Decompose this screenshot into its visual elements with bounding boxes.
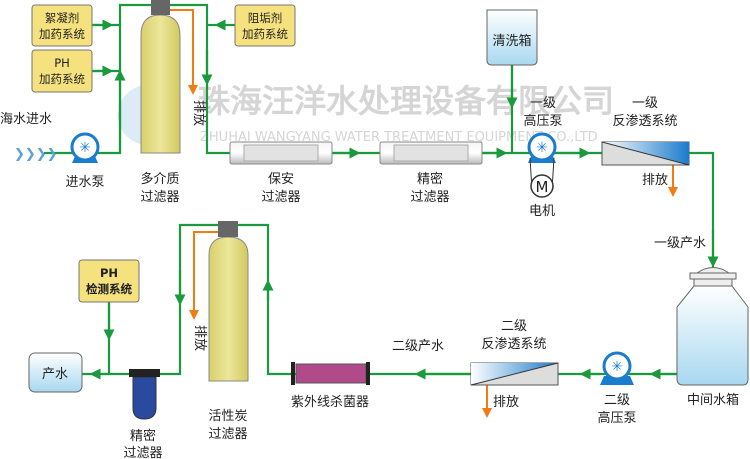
intake-pump[interactable]: ✳	[70, 132, 100, 163]
pump-impeller-icon: ✳	[79, 140, 91, 156]
flocculant-label: 絮凝剂	[45, 11, 80, 25]
pump-impeller-icon: ✳	[611, 359, 623, 375]
hp-pump-1-sub-label: 高压泵	[523, 113, 562, 129]
product-1-label: 一级产水	[654, 236, 706, 251]
motor-label: 电机	[529, 204, 555, 219]
uv-label: 紫外线杀菌器	[291, 395, 369, 410]
precision-filter-sub-label: 过滤器	[410, 190, 449, 205]
multimedia-filter[interactable]	[140, 0, 181, 154]
ph-dosing-label: PH	[54, 56, 70, 70]
inlet-chevron-icon: ❯❯❯❯	[14, 147, 58, 162]
precision-filter[interactable]	[379, 141, 483, 165]
product-2-label: 二级产水	[392, 339, 444, 354]
hp-pump-2-sub-label: 高压泵	[597, 410, 636, 426]
seawater-in-label: 海水进水	[0, 112, 52, 127]
drain-label-1: 排放	[191, 100, 206, 126]
carbon-filter-sub-label: 过滤器	[208, 427, 247, 442]
watermark-company-cn: 珠海汪洋水处理设备有限公司	[198, 82, 614, 120]
ro-system-1[interactable]	[601, 141, 690, 166]
hp-pump-2-label: 二级	[604, 393, 630, 408]
motor-symbol: M	[536, 178, 549, 196]
motor[interactable]: M	[530, 174, 554, 198]
security-filter-sub-label: 过滤器	[261, 190, 300, 205]
precision-filter-2-sub-label: 过滤器	[123, 446, 162, 459]
hp-pump-2[interactable]: ✳	[600, 351, 634, 385]
ro-system-2[interactable]	[470, 362, 559, 386]
precision-filter-2[interactable]	[129, 369, 160, 420]
intake-pump-label: 进水泵	[65, 175, 104, 190]
antiscalant-label: 阻垢剂	[248, 11, 283, 25]
drain-label-2: 排放	[642, 173, 668, 188]
security-filter-label: 保安	[268, 172, 294, 187]
hp-pump-1[interactable]: ✳	[527, 132, 557, 163]
mid-tank[interactable]	[676, 267, 749, 386]
drain-label-4: 排放	[192, 325, 207, 351]
watermark-company-en: ZHUHAI WANGYANG WATER TREATMENT EQUIPMEN…	[200, 130, 598, 145]
precision-filter-label: 精密	[417, 171, 443, 187]
ph-monitor-label: PH	[100, 266, 118, 280]
antiscalant-dosing-box[interactable]: 阻垢剂 加药系统	[234, 4, 296, 47]
precision-filter-2-label: 精密	[130, 428, 156, 444]
drain-label-3: 排放	[493, 395, 519, 410]
flocculant-dosing-box[interactable]: 絮凝剂 加药系统	[31, 4, 93, 47]
uv-sterilizer[interactable]	[291, 362, 370, 385]
security-filter[interactable]	[229, 141, 333, 165]
flocculant-sub-label: 加药系统	[39, 27, 85, 41]
carbon-filter-label: 活性炭	[208, 409, 247, 424]
multimedia-filter-sub-label: 过滤器	[140, 190, 179, 205]
cleaning-tank-label: 清洗箱	[492, 33, 531, 49]
product-water-label: 产水	[42, 367, 68, 382]
mid-tank-label: 中间水箱	[687, 392, 739, 408]
ro-1-sub-label: 反渗透系统	[612, 114, 677, 129]
carbon-filter[interactable]	[208, 221, 249, 382]
antiscalant-sub-label: 加药系统	[242, 27, 288, 41]
ph-monitor-box[interactable]: PH 检测系统	[78, 259, 140, 303]
watermark: 珠海汪洋水处理设备有限公司 ZHUHAI WANGYANG WATER TREA…	[118, 82, 614, 145]
multimedia-filter-label: 多介质	[140, 171, 179, 187]
ph-monitor-sub-label: 检测系统	[86, 282, 132, 296]
ph-dosing-sub-label: 加药系统	[39, 72, 85, 86]
product-water-tank[interactable]: 产水	[28, 352, 83, 393]
cleaning-tank[interactable]: 清洗箱	[486, 9, 538, 66]
ro-2-sub-label: 反渗透系统	[481, 337, 546, 352]
pump-impeller-icon: ✳	[536, 140, 548, 156]
hp-pump-1-label: 一级	[530, 96, 556, 111]
ph-dosing-box[interactable]: PH 加药系统	[31, 49, 93, 93]
ro-1-label: 一级	[632, 96, 658, 111]
ro-2-label: 二级	[501, 319, 527, 334]
